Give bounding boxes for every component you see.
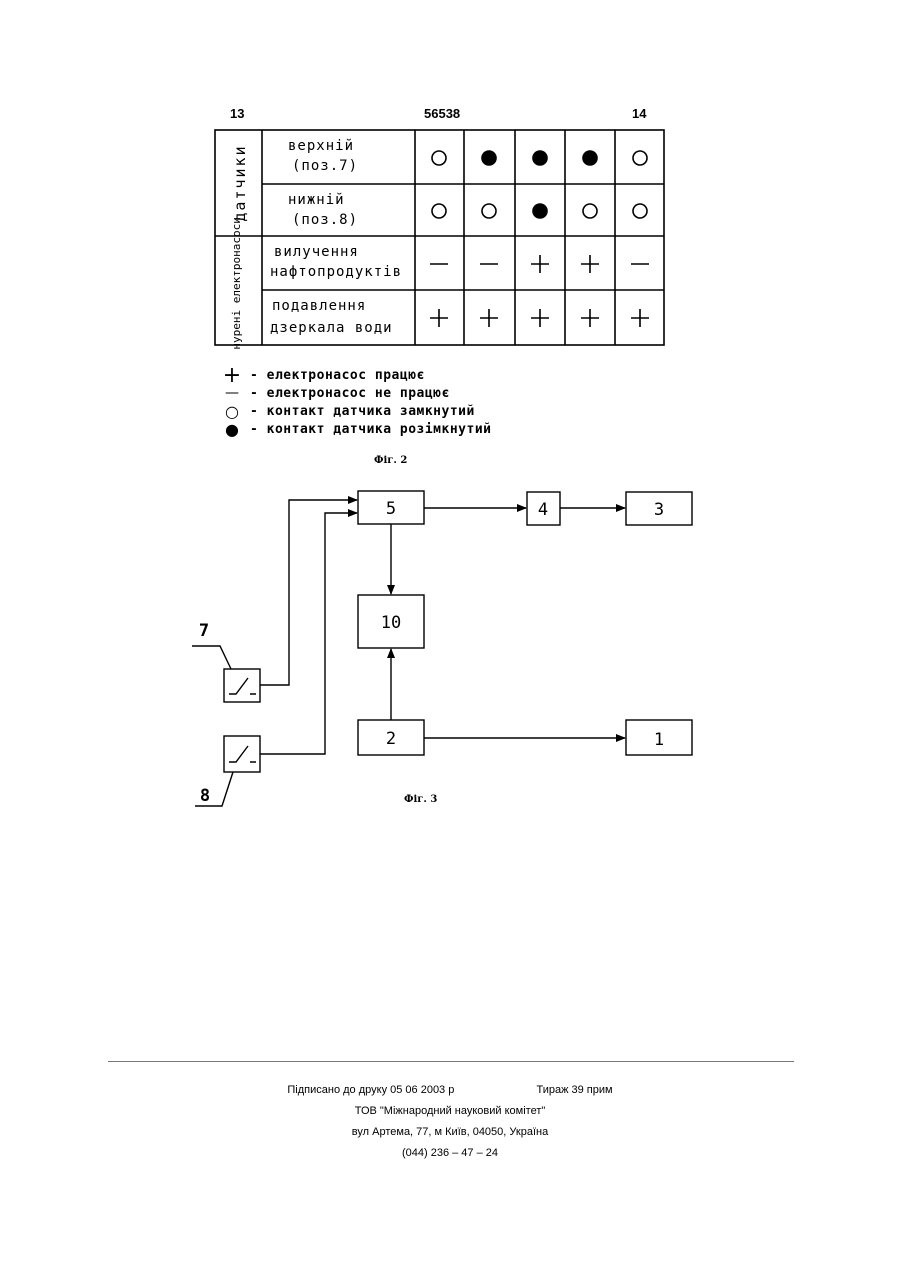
block-3-label: 3 [654,500,664,520]
block-10-label: 10 [381,613,401,633]
footer-address: вул Артема, 77, м Київ, 04050, Україна [0,1126,900,1138]
fig3-caption: Фіг. 3 [404,794,437,805]
footer-signed-row: Підписано до друку 05 06 2003 р Тираж 39… [0,1084,900,1096]
label-7-leader [192,646,231,669]
wire-7-to-5 [260,500,357,685]
block-1-label: 1 [654,730,664,750]
block-5-label: 5 [386,499,396,519]
sensor-7-label: 7 [199,621,209,641]
sensor-8-label: 8 [200,786,210,806]
block-4-label: 4 [538,500,548,520]
wire-8-to-5 [260,513,357,754]
footer-divider [108,1061,794,1062]
footer-run: Тираж 39 прим [536,1084,612,1096]
block-2-label: 2 [386,729,396,749]
footer-org: ТОВ "Міжнародний науковий комітет" [0,1105,900,1117]
footer-signed: Підписано до друку 05 06 2003 р [287,1084,454,1096]
footer-phone: (044) 236 – 47 – 24 [0,1147,900,1159]
